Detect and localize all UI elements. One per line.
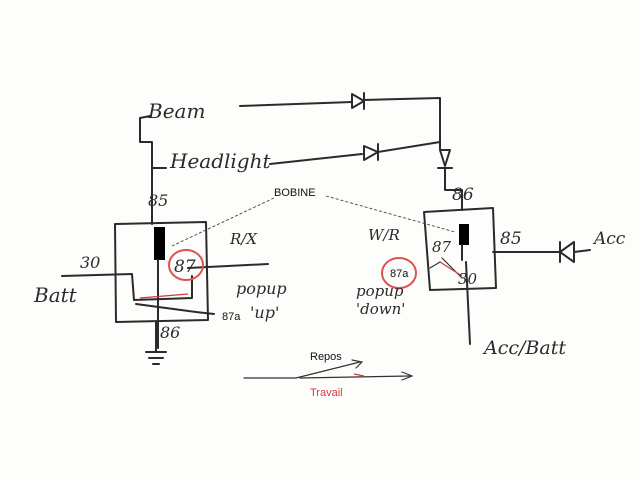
bobine-pointer-right <box>325 195 456 233</box>
legend-travail-mark <box>353 373 365 377</box>
legend-travail-line <box>299 375 411 379</box>
label-popup-up-1: popup <box>236 279 287 298</box>
right-coil <box>459 224 469 245</box>
headlight-diode <box>363 143 379 161</box>
legend-repos-arrow <box>351 359 364 369</box>
left-86-ground <box>145 321 167 365</box>
label-headlight: Headlight <box>169 149 271 173</box>
label-wr: W/R <box>368 226 400 244</box>
label-left-85: 85 <box>148 191 168 210</box>
left-relay-box <box>114 221 209 323</box>
label-popup-up-2: 'up' <box>250 303 279 322</box>
beam-wire-stub <box>139 115 151 119</box>
label-acc: Acc <box>592 229 626 249</box>
legend-travail-arrow <box>401 371 414 381</box>
left-87-wire <box>187 263 269 269</box>
left-87-highlight <box>168 249 204 281</box>
left-coil <box>154 227 165 260</box>
beam-diode <box>351 92 365 110</box>
label-popup-down-1: popup <box>356 282 404 300</box>
label-right-87: 87 <box>432 238 452 256</box>
label-right-85: 85 <box>500 229 522 249</box>
right-30-wire <box>465 261 471 345</box>
beam-wire <box>239 97 441 151</box>
left-travail-arm <box>139 293 189 299</box>
label-right-30: 30 <box>458 270 478 288</box>
label-right-87a: 87a <box>390 268 409 280</box>
left-87a-wire <box>135 303 215 315</box>
right-87-link <box>429 261 441 269</box>
acc-diode <box>559 241 591 263</box>
right-vertical-diode <box>437 149 463 211</box>
legend-travail-label: Travail <box>310 387 343 399</box>
label-left-87a: 87a <box>222 311 241 323</box>
right-switch-arm <box>441 257 463 279</box>
label-beam: Beam <box>147 99 205 123</box>
label-left-30: 30 <box>80 253 100 272</box>
right-travail-arm <box>439 261 463 277</box>
left-30-wire <box>61 273 193 301</box>
label-acc-batt: Acc/Batt <box>482 337 566 359</box>
right-relay-box <box>423 207 497 291</box>
left-vertical-wire <box>139 117 153 225</box>
label-right-86: 86 <box>452 185 474 205</box>
right-87a-highlight <box>381 257 417 289</box>
bobine-pointer-left <box>171 197 275 247</box>
label-batt: Batt <box>33 283 78 307</box>
label-left-86: 86 <box>160 323 180 342</box>
headlight-wire <box>269 141 441 165</box>
label-bobine: BOBINE <box>274 187 316 199</box>
label-rx: R/X <box>229 230 258 248</box>
legend-repos-label: Repos <box>310 351 342 363</box>
label-left-87: 87 <box>174 257 196 277</box>
legend-repos-line <box>243 361 361 379</box>
label-popup-down-2: 'down' <box>356 300 405 318</box>
